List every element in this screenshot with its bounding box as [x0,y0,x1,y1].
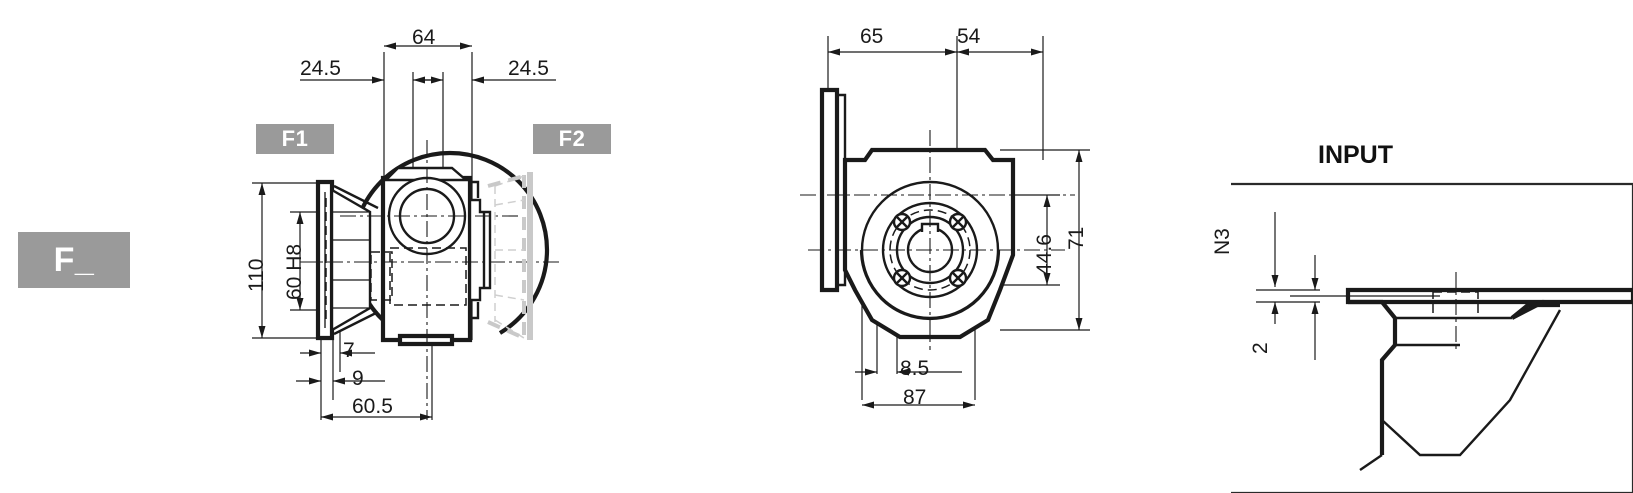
dim-network-bottom [296,330,433,421]
ghost-flange-f2 [487,172,533,340]
dim-label-64: 64 [412,26,436,49]
dim-label-65: 65 [860,25,884,48]
bolt-hole-group [892,212,968,288]
dim-label-24-5-right: 24.5 [508,57,549,80]
dim-network-input [1256,212,1320,360]
variant-badge-f2: F2 [533,124,611,154]
input-view-title: INPUT [1318,141,1393,169]
dim-label-9: 9 [352,367,364,390]
dim-label-60-5: 60.5 [352,395,393,418]
dim-label-87: 87 [903,386,927,409]
view-input-detail [1231,182,1633,493]
view-front-face [800,36,1090,409]
variant-badge-f1: F1 [256,124,334,154]
view-side-section [252,42,560,421]
dim-label-54: 54 [957,25,981,48]
dim-label-24-5-left: 24.5 [300,57,341,80]
family-label-badge: F_ [18,232,130,288]
